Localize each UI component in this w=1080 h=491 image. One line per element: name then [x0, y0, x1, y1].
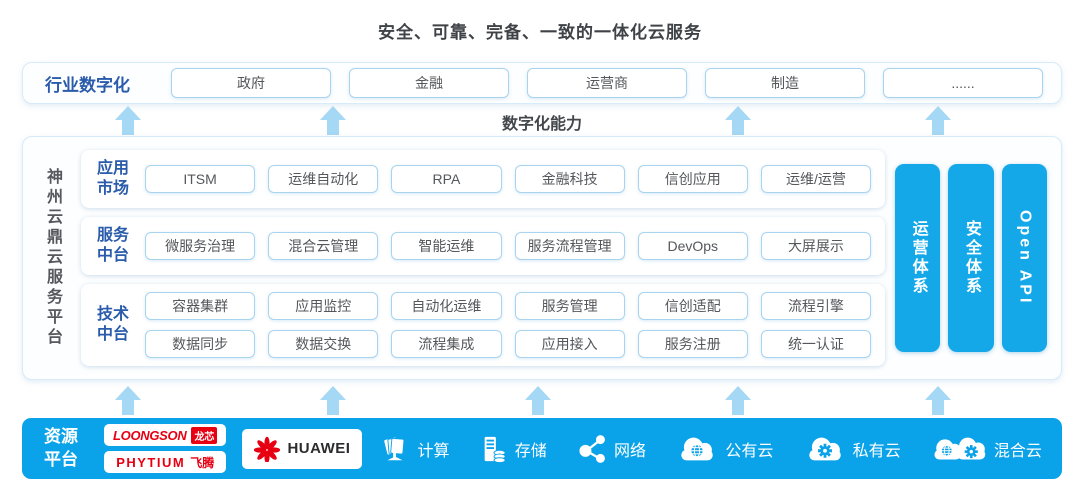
- tech-platform-item: 应用接入: [514, 330, 625, 358]
- up-arrow-icon: [925, 106, 951, 135]
- resource-item-network: 网络: [577, 434, 646, 464]
- industry-item-finance: 金融: [349, 68, 509, 98]
- service-platform-item: 混合云管理: [268, 232, 379, 260]
- platform-container: 神州云鼎云服务平台 应用市场 ITSM 运维自动化 RPA 金融科技 信创应用 …: [22, 136, 1062, 380]
- tech-platform-item: 数据同步: [145, 330, 256, 358]
- app-market-item: ITSM: [145, 165, 256, 193]
- up-arrow-icon: [725, 106, 751, 135]
- pillar-operation-system: 运营体系: [895, 164, 941, 352]
- app-market-item: 金融科技: [514, 165, 625, 193]
- platform-vertical-label: 神州云鼎云服务平台: [44, 168, 61, 348]
- storage-icon: [484, 436, 506, 463]
- pillar-open-api: Open API: [1001, 164, 1047, 352]
- public-cloud-icon: [681, 437, 714, 460]
- resource-item-label: 存储: [514, 442, 547, 460]
- resource-arrow-band: [22, 382, 1062, 416]
- industry-row-label: 行业数字化: [45, 75, 130, 95]
- tech-platform-item: 统一认证: [760, 330, 872, 358]
- industry-item-government: 政府: [171, 68, 331, 98]
- industry-row: 行业数字化 政府 金融 运营商 制造 ......: [22, 62, 1062, 104]
- resource-item-compute: 计算: [380, 434, 449, 464]
- page-title: 安全、可靠、完备、一致的一体化云服务: [378, 23, 702, 42]
- tech-platform-item: 自动化运维: [391, 292, 502, 320]
- tech-platform-item: 服务管理: [514, 292, 625, 320]
- resource-platform-label: 资源平台: [44, 426, 78, 469]
- platform-rows: 应用市场 ITSM 运维自动化 RPA 金融科技 信创应用 运维/运营 服务中台…: [81, 150, 885, 366]
- app-market-item: 运维自动化: [268, 165, 379, 193]
- resource-item-label: 公有云: [725, 442, 774, 460]
- pillar-label: 运营体系: [909, 220, 927, 296]
- service-platform-item: DevOps: [637, 232, 748, 260]
- loongson-cjk-tag: 龙芯: [191, 426, 218, 444]
- resource-platform-bar: 资源平台 LOONGSON 龙芯 PHYTIUM 飞腾: [22, 418, 1062, 479]
- compute-icon: [384, 437, 405, 460]
- huawei-wordmark: HUAWEI: [287, 440, 351, 457]
- loongson-wordmark: LOONGSON: [113, 427, 187, 443]
- up-arrow-icon: [925, 386, 951, 415]
- resource-item-label: 混合云: [993, 442, 1042, 460]
- up-arrow-icon: [725, 386, 751, 415]
- resource-item-hybrid-cloud: 混合云: [931, 434, 1042, 464]
- platform-pillars: 运营体系 安全体系 Open API: [895, 150, 1047, 366]
- resource-item-label: 网络: [614, 442, 647, 460]
- network-icon: [579, 434, 605, 463]
- resource-item-storage: 存储: [480, 434, 547, 464]
- tech-platform-item: 信创适配: [637, 292, 748, 320]
- chip-logos: LOONGSON 龙芯 PHYTIUM 飞腾: [104, 424, 227, 473]
- service-platform-item: 微服务治理: [145, 232, 256, 260]
- app-market-item: 信创应用: [637, 165, 748, 193]
- app-market-row: 应用市场 ITSM 运维自动化 RPA 金融科技 信创应用 运维/运营: [81, 150, 885, 208]
- industry-item-operator: 运营商: [527, 68, 687, 98]
- up-arrow-icon: [525, 386, 551, 415]
- tech-platform-item: 应用监控: [268, 292, 379, 320]
- tech-platform-row: 技术中台 容器集群 应用监控 自动化运维 服务管理 信创适配 流程引擎 数据同步…: [81, 284, 885, 366]
- up-arrow-icon: [320, 386, 346, 415]
- industry-item-manufacturing: 制造: [705, 68, 865, 98]
- industry-item-more: ......: [883, 68, 1043, 98]
- service-platform-label: 服务中台: [96, 227, 129, 264]
- resource-item-private-cloud: 私有云: [804, 434, 901, 464]
- tech-platform-label: 技术中台: [96, 306, 129, 343]
- tech-platform-item: 流程引擎: [760, 292, 872, 320]
- tech-platform-item: 流程集成: [391, 330, 502, 358]
- pillar-label: 安全体系: [962, 220, 980, 296]
- phytium-cjk: 飞腾: [190, 455, 215, 470]
- tech-platform-item: 容器集群: [145, 292, 256, 320]
- digital-capability-band: 数字化能力: [22, 104, 1062, 136]
- resource-item-label: 私有云: [852, 442, 901, 460]
- capability-label: 数字化能力: [501, 116, 582, 133]
- up-arrow-icon: [320, 106, 346, 135]
- huawei-logo: HUAWEI: [242, 428, 363, 469]
- tech-platform-item: 服务注册: [637, 330, 748, 358]
- service-platform-item: 智能运维: [391, 232, 502, 260]
- phytium-logo: PHYTIUM 飞腾: [104, 451, 227, 473]
- pillar-security-system: 安全体系: [948, 164, 994, 352]
- hybrid-cloud-icon: [934, 437, 986, 462]
- service-platform-item: 大屏展示: [760, 232, 872, 260]
- loongson-logo: LOONGSON 龙芯: [104, 424, 227, 446]
- app-market-item: 运维/运营: [760, 165, 872, 193]
- resource-item-public-cloud: 公有云: [676, 434, 773, 464]
- up-arrow-icon: [115, 106, 141, 135]
- tech-platform-item: 数据交换: [268, 330, 379, 358]
- huawei-flower-icon: [254, 436, 281, 462]
- resource-items: 计算 存储: [380, 434, 1042, 464]
- phytium-wordmark: PHYTIUM: [116, 454, 186, 470]
- service-platform-item: 服务流程管理: [514, 232, 625, 260]
- up-arrow-icon: [115, 386, 141, 415]
- pillar-label: Open API: [1016, 210, 1034, 306]
- resource-item-label: 计算: [417, 442, 450, 460]
- app-market-item: RPA: [391, 165, 502, 193]
- private-cloud-icon: [808, 437, 841, 460]
- service-platform-row: 服务中台 微服务治理 混合云管理 智能运维 服务流程管理 DevOps 大屏展示: [81, 217, 885, 275]
- app-market-label: 应用市场: [96, 160, 129, 197]
